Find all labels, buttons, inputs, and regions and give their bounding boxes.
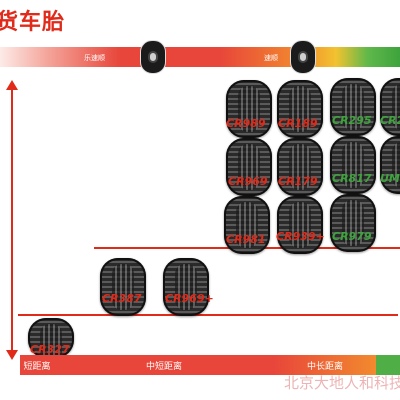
tyre-label: CR2 [380, 114, 400, 127]
tyre-image [100, 258, 146, 316]
tyre-image [277, 196, 323, 254]
tyre-label: CR179 [278, 175, 318, 188]
tyre-icon [140, 40, 166, 74]
tyre-image [380, 136, 400, 194]
tyre-label: CR979 [332, 230, 372, 243]
tyre-image [163, 258, 209, 316]
tyre-label: CR817 [332, 172, 372, 185]
tyre-label: CR327 [30, 343, 70, 356]
tyre-image [277, 80, 323, 138]
tyre-image [330, 194, 376, 252]
tyre-label: CR969 [228, 175, 268, 188]
page-title: 货车胎 [0, 10, 66, 35]
tyre-image [224, 196, 270, 254]
tyre-label: CR981 [226, 233, 266, 246]
top-bar-label-2: 速顺 [264, 54, 278, 62]
vertical-axis-line [11, 88, 13, 350]
distance-segment-mid-short: 中短距离 [54, 355, 274, 375]
watermark: 北京大地人和科技 [284, 374, 400, 392]
tyre-image [226, 138, 272, 196]
tyre-label: CR989 [226, 117, 266, 130]
arrow-up-icon [6, 80, 18, 90]
tyre-label: CR295 [332, 114, 372, 127]
arrow-down-icon [6, 350, 18, 360]
top-category-bar [0, 47, 400, 67]
tyre-label: CR969+ [165, 292, 214, 305]
tyre-label: CR387 [102, 292, 142, 305]
tyre-icon [290, 40, 316, 74]
tyre-image [226, 80, 272, 138]
tyre-image [380, 78, 400, 136]
tyre-label: UM [380, 172, 400, 185]
tyre-label: CR189 [278, 117, 318, 130]
top-bar-label-1: 乐速顺 [84, 54, 105, 62]
distance-segment-long [376, 355, 400, 375]
distance-segment-mid-long: 中长距离 [274, 355, 376, 375]
tyre-label: CR939+ [276, 230, 325, 243]
tyre-image [330, 78, 376, 136]
tier-divider-low [18, 314, 398, 316]
tyre-image [277, 138, 323, 196]
distance-segment-short: 短距离 [20, 355, 54, 375]
tyre-image [330, 136, 376, 194]
